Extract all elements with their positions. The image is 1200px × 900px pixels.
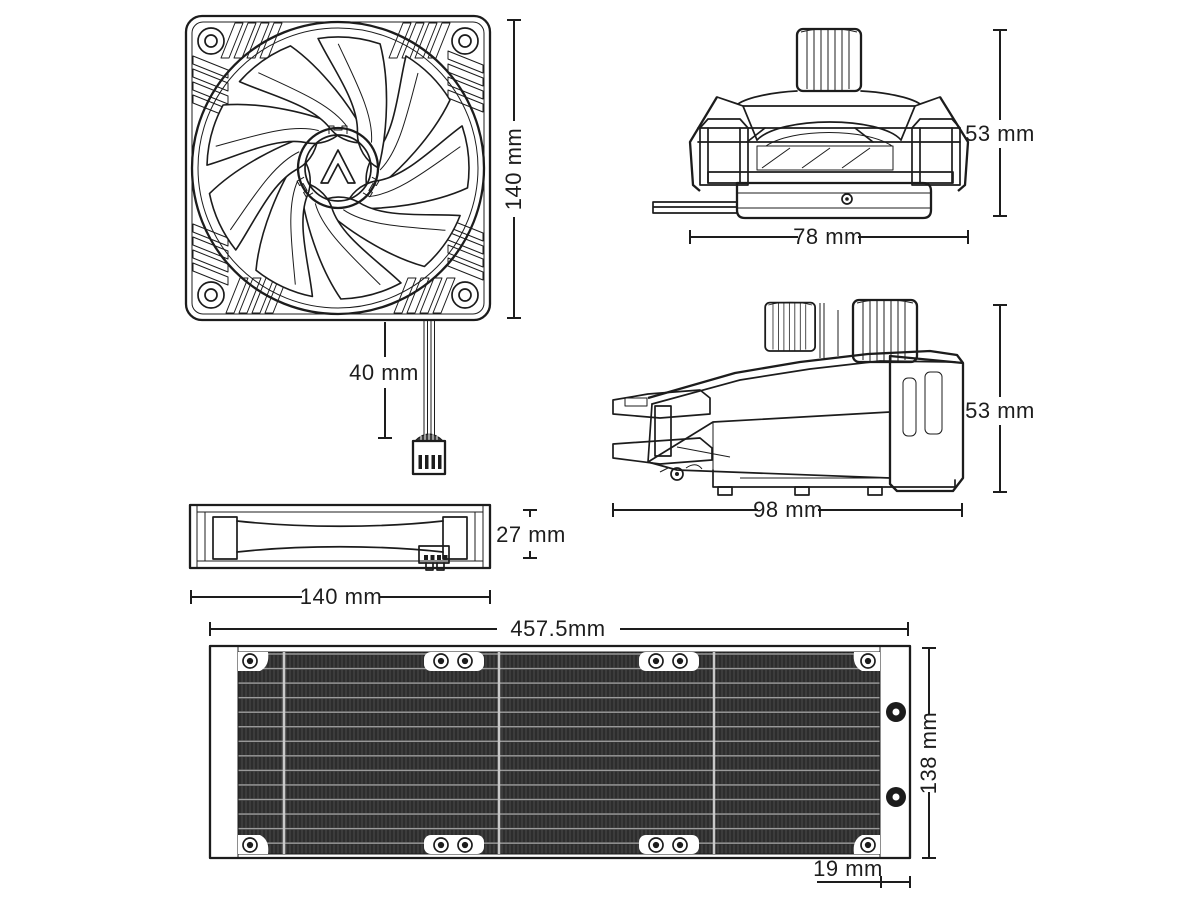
dim-fan-side-thickness: 27 mm xyxy=(496,509,566,559)
dim-label-fan-side-width: 140 mm xyxy=(300,584,382,609)
dim-label-fan-cable-length: 40 mm xyxy=(349,360,419,385)
dim-label-radiator-length: 457.5mm xyxy=(510,616,605,641)
fan-blades xyxy=(184,9,497,322)
fan-front-view xyxy=(184,9,497,476)
dim-label-fan-side-thickness: 27 mm xyxy=(496,522,566,547)
dim-radiator-length: 457.5mm xyxy=(209,616,909,641)
radiator-fins xyxy=(237,651,881,855)
dim-fan-side-width: 140 mm xyxy=(190,584,491,609)
dim-radiator-end-width: 19 mm xyxy=(813,856,911,888)
dim-pump-side-height: 53 mm xyxy=(965,304,1035,493)
arctic-logo xyxy=(320,149,356,184)
dim-label-radiator-end-width: 19 mm xyxy=(813,856,883,881)
fan-side-view xyxy=(188,503,492,571)
dim-label-pump-side-length: 98 mm xyxy=(753,497,823,522)
fan-cable xyxy=(411,320,447,476)
dim-pump-front-height: 53 mm xyxy=(965,29,1035,217)
dim-label-pump-side-height: 53 mm xyxy=(965,398,1035,423)
dim-label-radiator-width: 138 mm xyxy=(916,712,941,794)
dim-fan-cable-length: 40 mm xyxy=(349,322,419,439)
dim-fan-front-height: 140 mm xyxy=(501,19,526,319)
radiator-ports xyxy=(886,702,906,807)
fan-side-connector xyxy=(418,545,450,571)
radiator-view xyxy=(208,644,912,860)
dim-label-pump-front-width: 78 mm xyxy=(793,224,863,249)
fan-connector xyxy=(411,439,447,476)
dim-pump-side-length: 98 mm xyxy=(612,497,963,522)
dim-pump-front-width: 78 mm xyxy=(689,224,969,249)
dim-label-fan-front-height: 140 mm xyxy=(501,128,526,210)
dim-radiator-width: 138 mm xyxy=(916,647,941,859)
fan-hub xyxy=(296,125,380,210)
pump-front-view xyxy=(652,27,970,220)
dim-label-pump-front-height: 53 mm xyxy=(965,121,1035,146)
pump-side-view xyxy=(612,298,965,496)
radiator-screws xyxy=(238,652,880,854)
fan-rotor xyxy=(184,9,497,322)
